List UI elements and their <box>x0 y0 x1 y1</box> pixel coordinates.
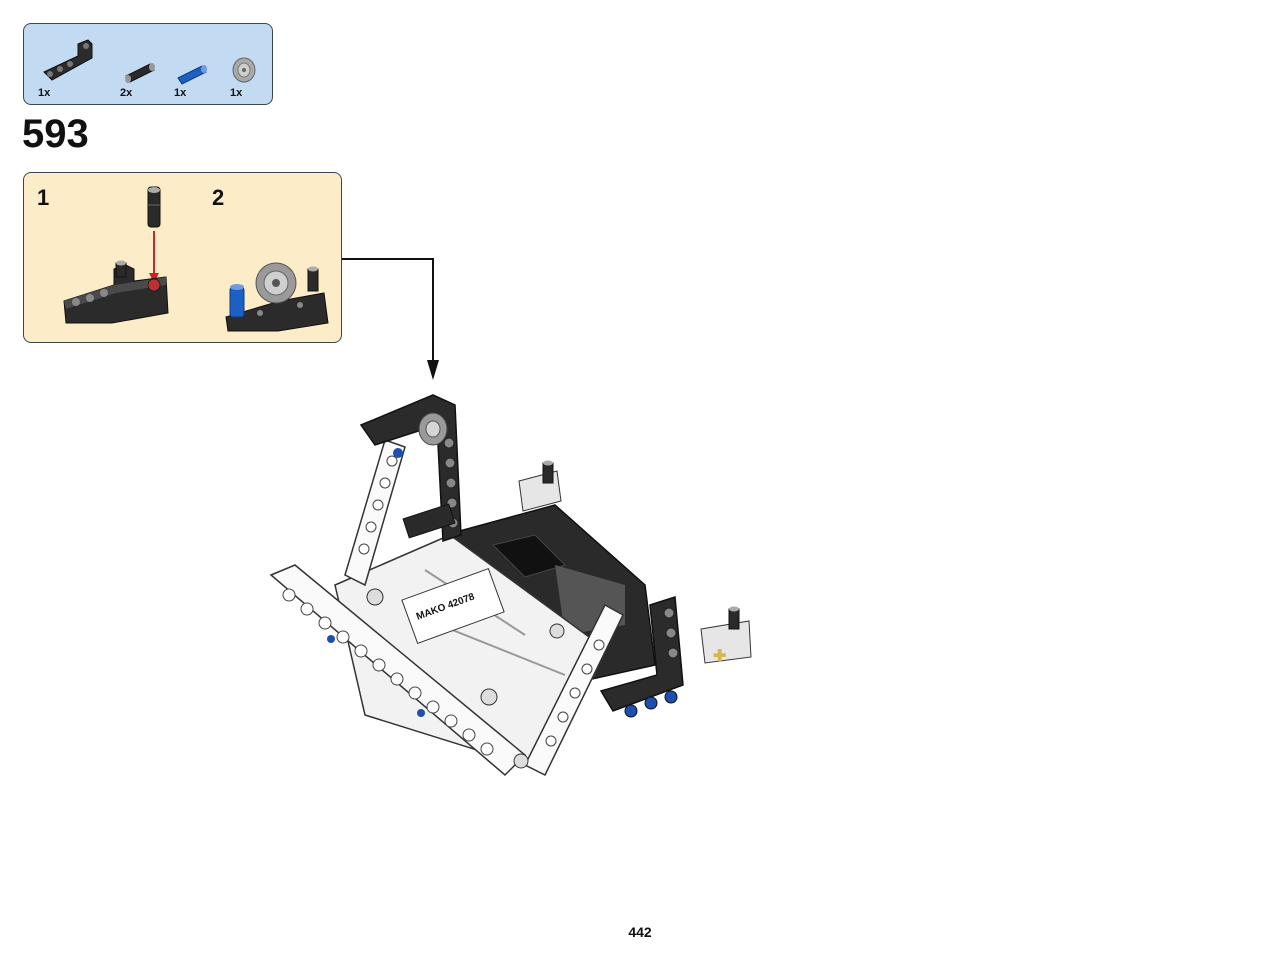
part-qty: 2x <box>120 87 133 99</box>
black-friction-pin-icon <box>147 186 161 228</box>
part-qty: 1x <box>174 87 187 99</box>
bent-liftarm-icon <box>43 39 93 81</box>
substep-label-2: 2 <box>212 185 225 210</box>
step-number: 593 <box>22 112 89 156</box>
substep-1-illustration <box>63 186 169 324</box>
substep-2-illustration <box>225 262 329 332</box>
main-model-illustration: MAKO 42078 <box>269 394 752 777</box>
part-qty: 1x <box>230 87 243 99</box>
gray-bush-gear-icon <box>418 412 448 446</box>
subassembly-callout: 1 2 <box>23 172 342 343</box>
black-friction-pin-icon <box>125 63 155 83</box>
blue-axle-pin-icon <box>177 65 207 85</box>
part-bush-gear: 1x <box>230 28 290 102</box>
axle-hole-icon: ✚ <box>713 648 726 665</box>
part-bent-liftarm: 1x <box>38 28 98 102</box>
part-friction-pin: 2x <box>120 28 180 102</box>
gray-bush-gear-icon <box>255 262 297 304</box>
gray-bush-gear-icon <box>232 57 256 83</box>
part-qty: 1x <box>38 87 51 99</box>
substep-label-1: 1 <box>37 185 50 210</box>
page-number: 442 <box>628 924 652 940</box>
part-axle-pin: 1x <box>174 28 234 102</box>
parts-list: 1x 2x 1x 1x <box>23 23 273 105</box>
connector-arrow-icon <box>427 360 439 380</box>
